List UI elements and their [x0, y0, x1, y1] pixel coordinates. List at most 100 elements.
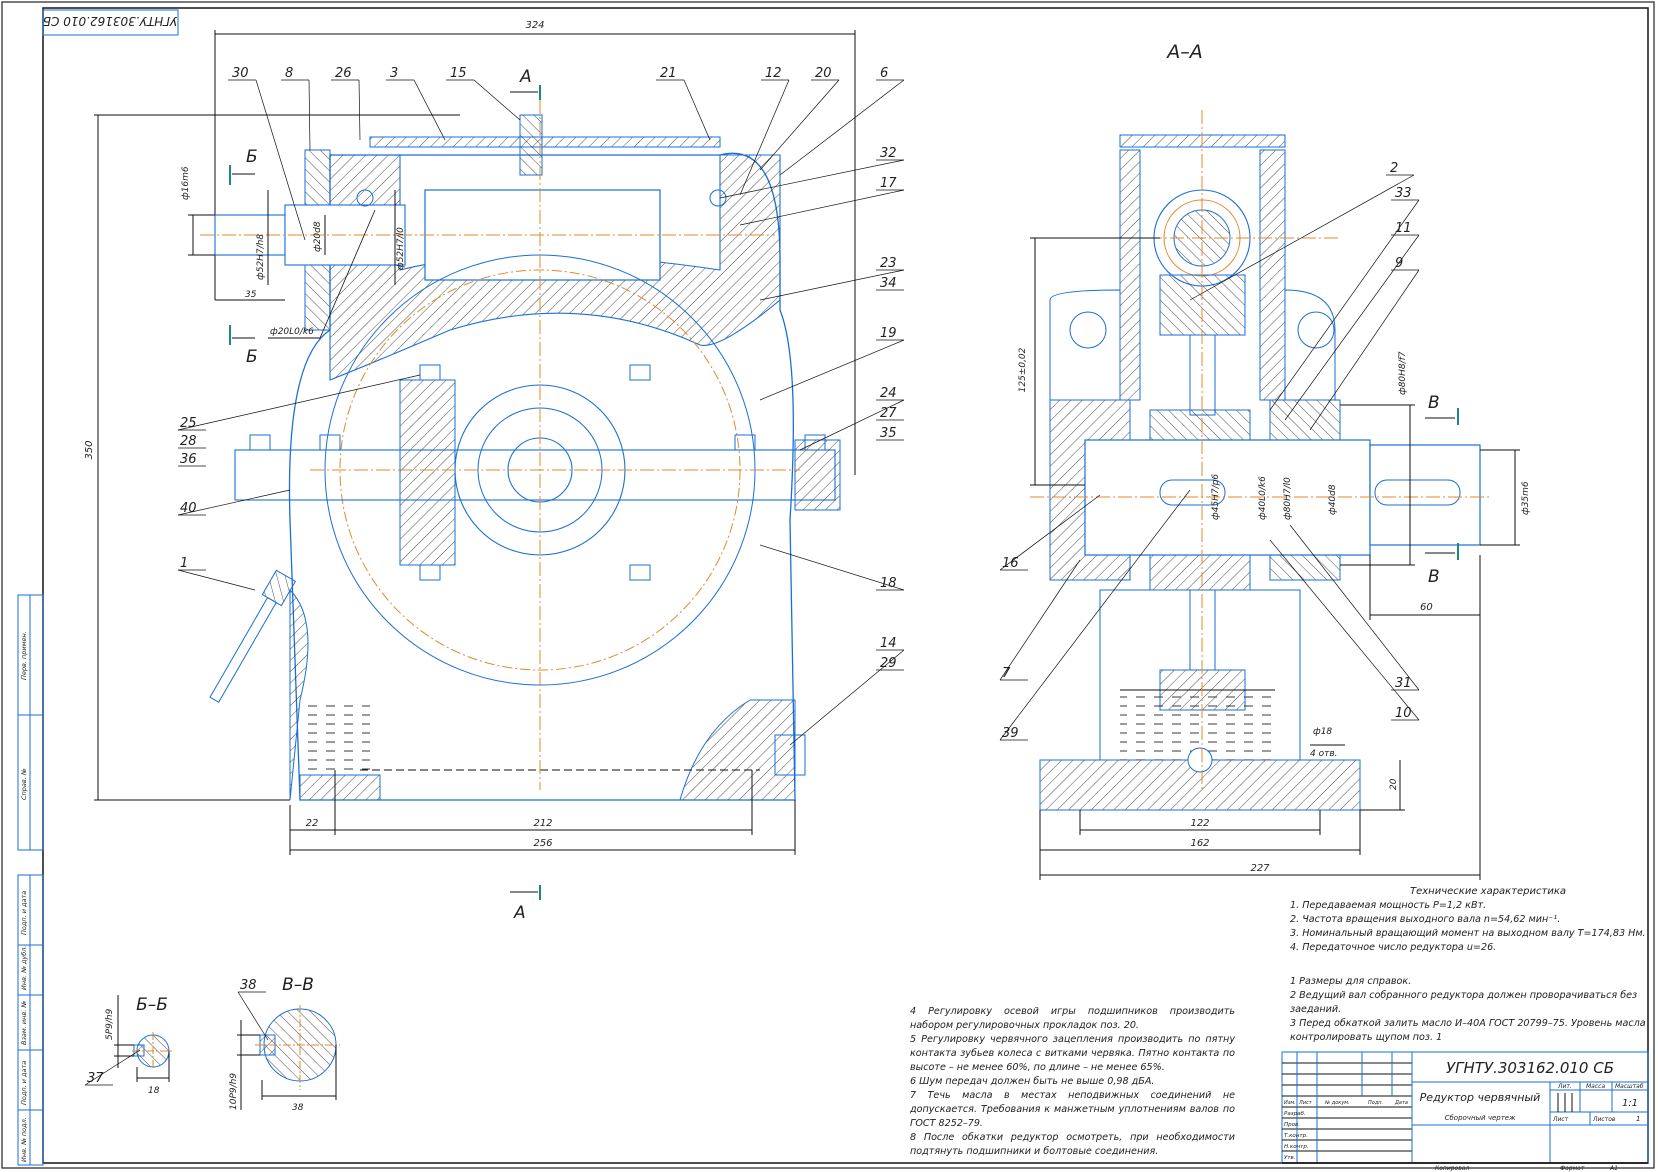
- callout-number: 35: [880, 426, 897, 441]
- dim-d35: ф35m6: [1521, 481, 1531, 515]
- callout-number: 31: [1395, 676, 1412, 691]
- callout-leader: [413, 79, 446, 141]
- inner-frame: [42, 7, 1649, 1164]
- callout-leader: [739, 189, 905, 226]
- callout-number: 3: [390, 66, 398, 81]
- dim-key-10: 10P9/h9: [229, 1073, 239, 1110]
- tb-sheets-value: 1: [1636, 1115, 1640, 1123]
- dim-d16: ф16m6: [181, 166, 191, 200]
- tb-col: Подп.: [1368, 1100, 1383, 1106]
- callout-number: 28: [180, 434, 197, 449]
- tech-specs-title: Технические характеристика: [1410, 886, 1567, 897]
- tb-format-value: A1: [1609, 1165, 1618, 1172]
- callout-number: 24: [880, 386, 897, 401]
- side-stamp-label: Подп. и дата: [20, 891, 28, 935]
- callout-number: 39: [1002, 726, 1019, 741]
- side-stamp-labels: Перв. примен. Справ. № Подп. и дата Инв.…: [20, 631, 28, 1162]
- dim-324: 324: [525, 20, 544, 31]
- dim-d18: ф18: [1313, 727, 1332, 737]
- flange-bolt-right: [794, 439, 841, 511]
- requirements-right: 1 Размеры для справок. 2 Ведущий вал соб…: [1290, 975, 1650, 1045]
- callout-leader: [799, 399, 905, 451]
- section-marker-v-top: В: [1428, 393, 1440, 413]
- tb-lit-label: Лит.: [1557, 1083, 1572, 1090]
- dim-d80-l0: ф80H7/l0: [1283, 477, 1293, 520]
- callout-leader: [683, 79, 711, 141]
- section-aa-view: А–А: [1018, 41, 1531, 880]
- drawing-title: Редуктор червячный: [1420, 1091, 1541, 1104]
- tb-copied-label: Копировал: [1435, 1165, 1469, 1172]
- tech-spec-item: 1. Передаваемая мощность P=1,2 кВт.: [1290, 900, 1487, 911]
- tb-row-label: Пров.: [1284, 1122, 1300, 1128]
- callout-number: 29: [880, 656, 897, 671]
- requirement-item: 1 Размеры для справок.: [1290, 976, 1412, 987]
- tb-mass-label: Масса: [1586, 1083, 1605, 1090]
- callout-leader: [84, 1049, 141, 1086]
- callout-number: 2: [1390, 161, 1398, 176]
- dim-162: 162: [1190, 838, 1209, 849]
- callout-leader: [719, 159, 905, 199]
- callout-leader: [759, 269, 905, 301]
- dim-key-5: 5P9/h9: [105, 1008, 115, 1040]
- tb-col: Изм.: [1284, 1100, 1296, 1106]
- dim-d40-k6: ф40L0/k6: [1258, 476, 1268, 520]
- callout-number: 16: [1002, 556, 1019, 571]
- rotated-stamp: УГНТУ.303162.010 СБ: [42, 9, 179, 36]
- section-vv-title: В–В: [282, 975, 314, 995]
- tb-sheets-label: Листов: [1592, 1116, 1616, 1123]
- requirements-left: 4 Регулировку осевой игры подшипников пр…: [910, 1005, 1235, 1159]
- requirement-item: 6 Шум передач должен быть не выше 0,98 д…: [910, 1076, 1155, 1087]
- dim-35: 35: [245, 290, 257, 300]
- section-vv-view: В–В 10P9/h9 38: [229, 975, 340, 1113]
- callout-number: 11: [1395, 221, 1412, 236]
- drawing-subtitle: Сборочный чертеж: [1445, 1114, 1516, 1122]
- main-centerlines: [200, 100, 800, 790]
- oil-left: [300, 700, 370, 775]
- small-callouts: 3738: [84, 978, 269, 1086]
- callout-leader: [308, 79, 311, 151]
- section-marker-b-top: Б: [246, 147, 258, 167]
- aa-shaft-end: [1369, 444, 1481, 546]
- tb-col: Дата: [1394, 1100, 1408, 1106]
- tb-col: № докум.: [1324, 1100, 1350, 1106]
- callout-number: 1: [180, 556, 188, 571]
- callout-leader: [177, 569, 256, 591]
- dim-38-vv: 38: [292, 1103, 304, 1113]
- tech-specs: Технические характеристика 1. Передаваем…: [1290, 885, 1650, 955]
- callout-number: 25: [180, 416, 197, 431]
- callout-leader: [473, 79, 521, 121]
- callout-leader: [779, 79, 905, 176]
- side-stamp-label: Перв. примен.: [20, 631, 28, 680]
- main-view: 324 350: [84, 20, 856, 923]
- callout-leader: [177, 374, 421, 431]
- dim-d52-l0: ф52H7/l0: [396, 227, 406, 270]
- callout-number: 30: [232, 66, 249, 81]
- rotated-stamp-text: УГНТУ.303162.010 СБ: [43, 14, 177, 28]
- requirement-item: 4 Регулировку осевой игры подшипников пр…: [910, 1006, 1235, 1031]
- dim-d20d8: ф20d8: [313, 221, 323, 252]
- callout-number: 8: [285, 66, 293, 81]
- section-marker-a-bottom: А: [513, 903, 526, 923]
- requirement-item: 8 После обкатки редуктор осмотреть, при …: [910, 1132, 1235, 1157]
- callout-leader: [759, 339, 905, 401]
- callout-number: 36: [180, 452, 197, 467]
- top-cover: [369, 136, 721, 148]
- callout-number: 33: [1395, 186, 1412, 201]
- callout-number: 23: [880, 256, 897, 271]
- dim-256: 256: [533, 838, 552, 849]
- requirement-item: 2 Ведущий вал собранного редуктора долже…: [1290, 990, 1638, 1015]
- dim-d20-k6: ф20L0/k6: [270, 327, 314, 337]
- callout-leader: [999, 489, 1191, 741]
- dim-center-distance: 125±0,02: [1018, 347, 1028, 392]
- section-marker-b-bottom: Б: [246, 347, 258, 367]
- section-marker-v-bottom: В: [1428, 567, 1440, 587]
- callout-number: 7: [1002, 666, 1011, 681]
- callout-leader: [999, 494, 1101, 571]
- callout-number: 9: [1395, 256, 1403, 271]
- dim-212: 212: [533, 818, 552, 829]
- title-block: [1281, 1051, 1649, 1164]
- dim-20: 20: [1389, 778, 1399, 790]
